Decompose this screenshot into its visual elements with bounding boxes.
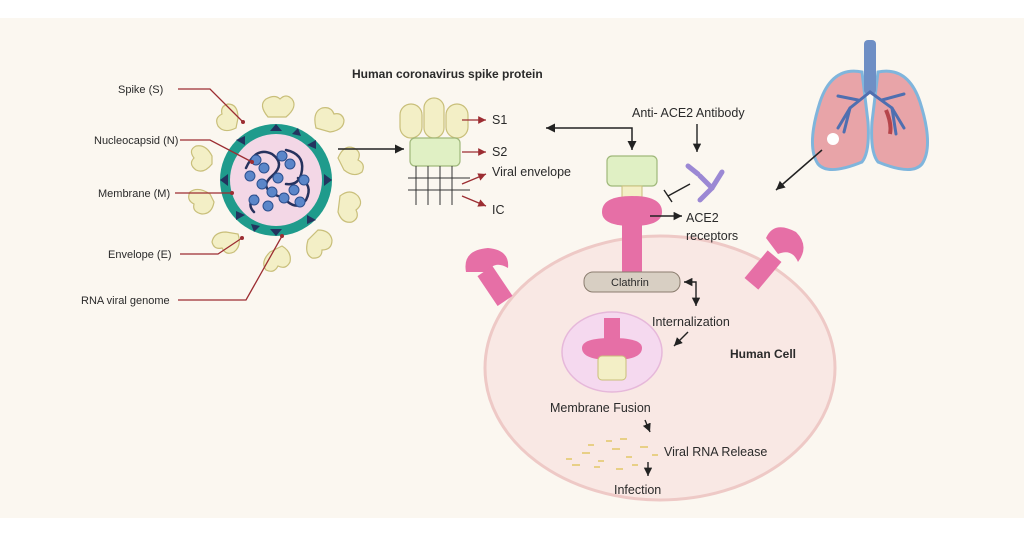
spike-protein-detail: S1 S2 Viral envelope IC	[399, 97, 571, 217]
human-cell-label: Human Cell	[730, 347, 796, 361]
antibody-block-arrow	[663, 183, 691, 203]
ace2-receptor-left	[465, 248, 513, 306]
lungs-icon	[810, 40, 930, 171]
virus-label-rna: RNA viral genome	[81, 234, 284, 307]
viral-envelope-label: Viral envelope	[492, 165, 571, 179]
virus-label-spike: Spike (S)	[118, 84, 245, 124]
spike-label: Spike (S)	[118, 84, 163, 96]
ace2-spike-complex	[602, 155, 662, 274]
endosome	[561, 311, 663, 393]
nucleocapsid-label: Nucleocapsid (N)	[94, 135, 178, 147]
virus-label-nucleocapsid: Nucleocapsid (N)	[94, 135, 254, 164]
clathrin-arrow	[684, 277, 701, 306]
s1-label: S1	[492, 113, 507, 127]
infection-label: Infection	[614, 483, 661, 497]
ace2-label-line1: ACE2	[686, 211, 719, 225]
ace2-label-line2: receptors	[686, 229, 738, 243]
internalization-arrow	[673, 331, 689, 347]
envelope-label: Envelope (E)	[108, 249, 172, 261]
virus-label-envelope: Envelope (E)	[108, 236, 244, 261]
clathrin-label: Clathrin	[611, 277, 649, 289]
lungs-to-cell-arrow	[775, 149, 823, 191]
clathrin-vesicle	[583, 271, 681, 293]
virus-label-membrane: Membrane (M)	[98, 188, 234, 200]
s1-ace2-link-arrow	[546, 123, 637, 150]
ic-label: IC	[492, 203, 505, 217]
antibody-label: Anti- ACE2 Antibody	[632, 106, 745, 120]
internalization-label: Internalization	[652, 315, 730, 329]
diagram-title: Human coronavirus spike protein	[352, 67, 543, 81]
antibody-icon	[685, 163, 725, 203]
s2-label: S2	[492, 145, 507, 159]
membrane-fusion-label: Membrane Fusion	[550, 401, 651, 415]
coronavirus-particle	[188, 95, 364, 272]
membrane-label: Membrane (M)	[98, 188, 170, 200]
rna-genome-label: RNA viral genome	[81, 295, 170, 307]
ace2-receptor-right	[744, 227, 804, 290]
membrane-fusion-arrow	[642, 419, 651, 433]
viral-rna-fragments	[566, 438, 658, 470]
viral-rna-release-label: Viral RNA Release	[664, 445, 767, 459]
human-cell	[483, 234, 837, 502]
